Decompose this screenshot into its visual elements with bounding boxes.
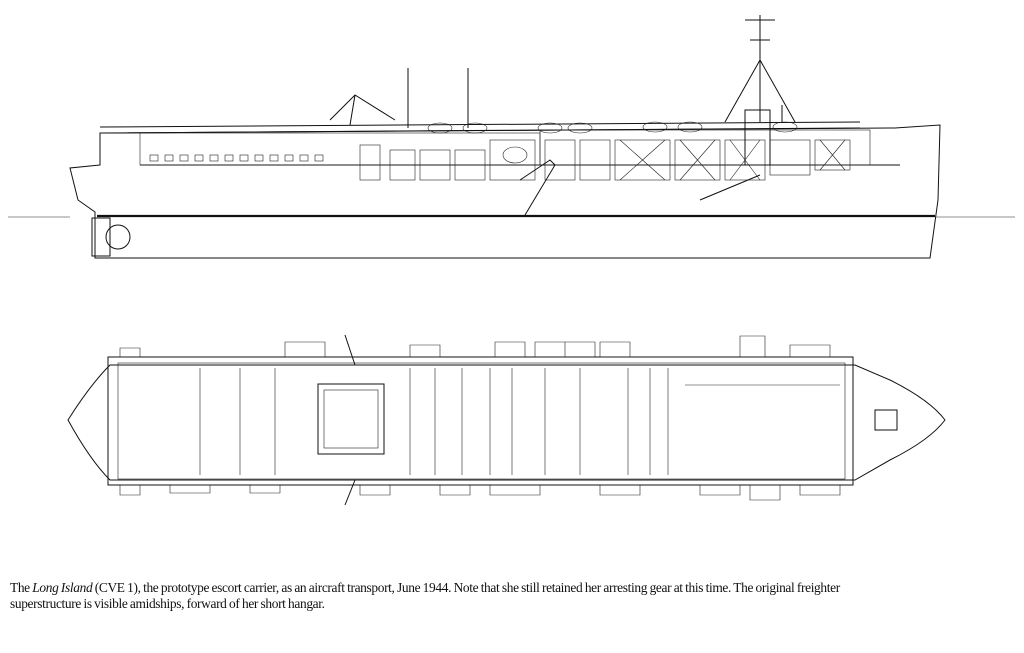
deck-edge — [117, 362, 846, 480]
rudder — [91, 217, 111, 257]
caption-line-2: superstructure is visible amidships, for… — [10, 596, 325, 611]
boom — [699, 174, 761, 201]
caption-ship-name: Long Island — [32, 580, 93, 595]
flight-deck-edge — [99, 121, 861, 128]
accommodation-ladder — [519, 159, 556, 216]
hull-plan-outline — [67, 364, 946, 481]
flight-deck-plan — [107, 356, 854, 486]
hull-outline — [69, 124, 941, 259]
flight-deck — [99, 127, 861, 134]
figure-caption: The Long Island (CVE 1), the prototype e… — [10, 580, 1020, 612]
plan-view — [67, 334, 946, 506]
plan-booms — [344, 334, 356, 506]
sponsons — [119, 335, 841, 501]
caption-line-1: (CVE 1), the prototype escort carrier, a… — [92, 580, 840, 595]
caption-lead: The — [10, 580, 33, 595]
arresting-wires — [199, 368, 840, 475]
propeller — [105, 224, 131, 250]
elevator — [317, 383, 385, 455]
profile-view — [8, 15, 1015, 259]
masts — [329, 15, 796, 166]
forecastle-winch — [874, 409, 898, 431]
elevator-inner — [323, 389, 379, 449]
